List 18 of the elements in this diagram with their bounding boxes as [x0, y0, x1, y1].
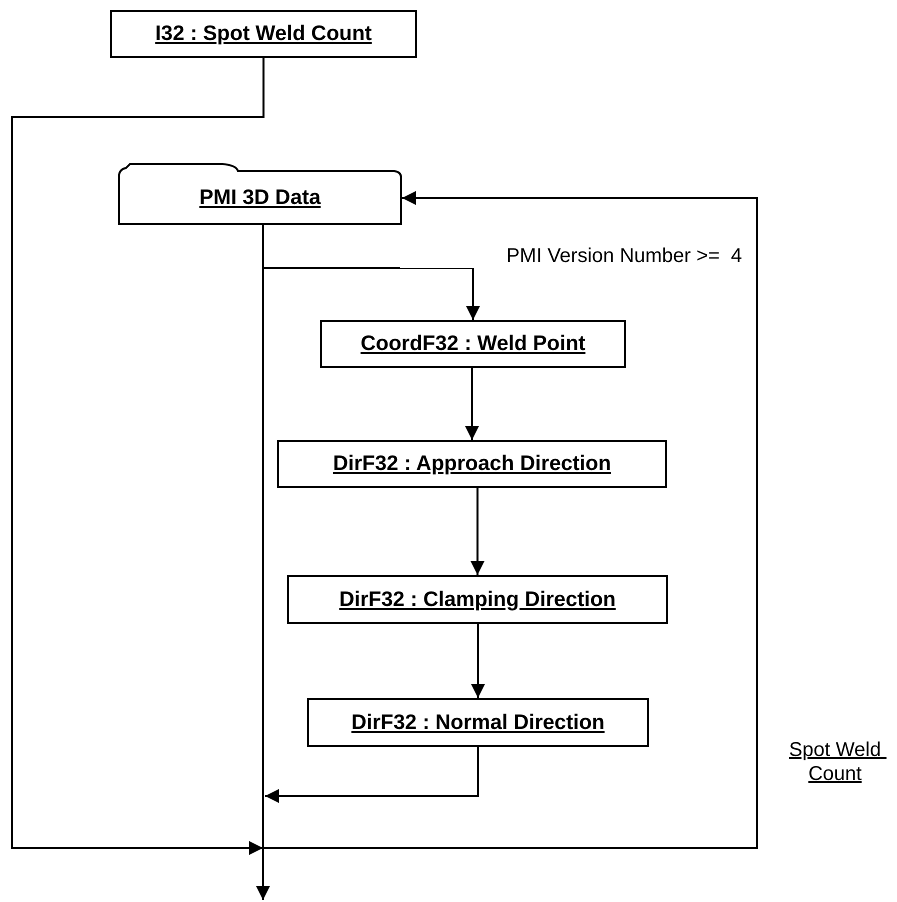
class-box — [277, 440, 667, 488]
folder-shape — [118, 163, 402, 225]
box-label: PMI 3D Data — [199, 186, 321, 210]
box-label: DirF32 : Normal Direction — [351, 710, 605, 734]
box-label: DirF32 : Clamping Direction — [339, 588, 616, 612]
class-box — [320, 320, 626, 368]
class-box — [307, 698, 649, 747]
arrow — [470, 488, 484, 575]
arrow — [263, 191, 758, 849]
class-box — [287, 575, 668, 624]
box-label: DirF32 : Approach Direction — [332, 452, 612, 476]
arrow — [265, 747, 479, 803]
box-label: I32 : Spot Weld Count — [155, 22, 372, 46]
arrow — [11, 58, 264, 855]
arrow — [471, 624, 485, 698]
box-label: CoordF32 : Weld Point — [360, 332, 586, 356]
class-box — [110, 10, 417, 58]
arrow — [465, 368, 479, 440]
